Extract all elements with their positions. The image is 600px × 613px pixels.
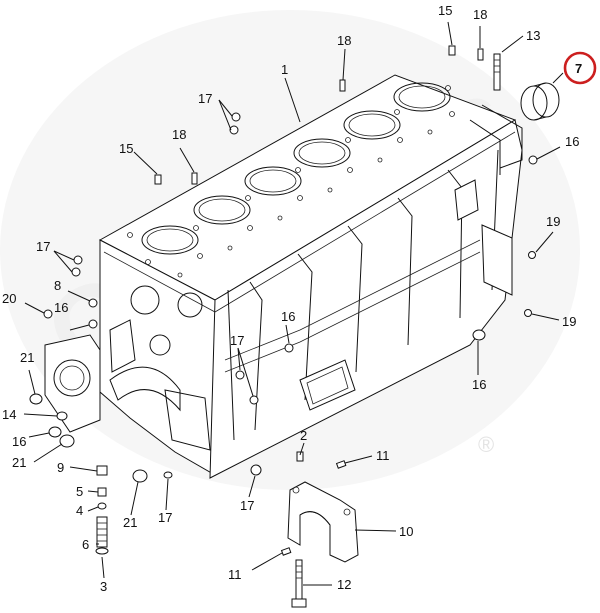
callout-16-side: 16 [281, 309, 295, 324]
part-16-plug-lower [48, 426, 62, 438]
part-20-plug [43, 309, 53, 319]
callout-19-lower: 19 [562, 314, 576, 329]
part-17-plug-b [229, 125, 239, 135]
callout-6: 6 [82, 537, 89, 552]
callout-17-bottom: 17 [240, 498, 254, 513]
part-21-plug-b [59, 434, 75, 448]
callout-11-bottom: 11 [228, 567, 242, 582]
callout-5: 5 [76, 484, 83, 499]
watermark-registered-mark: ® [478, 432, 494, 457]
part-8-plug [88, 298, 98, 308]
front-face-details [109, 285, 211, 451]
part-15-dowel-rear [448, 45, 456, 56]
callout-3: 3 [100, 579, 107, 594]
callout-21-upper: 21 [20, 350, 34, 365]
highlight-circle [563, 51, 597, 85]
relief-valve-stack [95, 465, 109, 555]
callout-16-left: 16 [54, 300, 68, 315]
callout-17-left: 17 [36, 239, 50, 254]
callout-21-lower: 21 [12, 455, 26, 470]
part-16-cap [472, 329, 486, 341]
part-16-plug-rear [528, 155, 538, 165]
part-17-plug-bottom [250, 464, 262, 476]
callout-14: 14 [2, 407, 16, 422]
callout-10: 10 [399, 524, 413, 539]
callout-18-mid: 18 [337, 33, 351, 48]
part-21-plug-a [29, 393, 43, 405]
part-11-sleeve-bottom [280, 547, 292, 556]
cylinder-bores [141, 82, 451, 255]
part-12-cap-screw [291, 559, 307, 608]
part-18-pin-mid [339, 79, 346, 92]
callout-15-front: 15 [119, 141, 133, 156]
part-17-plug-lower [163, 471, 173, 479]
callout-12: 12 [337, 577, 351, 592]
part-17-plug-d [71, 267, 81, 277]
part-11-sleeve-top [335, 460, 347, 469]
callout-9: 9 [57, 460, 64, 475]
part-10-main-bearing-cap [287, 481, 359, 563]
callout-13: 13 [526, 28, 540, 43]
callout-8: 8 [54, 278, 61, 293]
callout-16-lower: 16 [12, 434, 26, 449]
part-18-pin-rear [477, 48, 484, 61]
callout-1: 1 [281, 62, 288, 77]
callout-11-top: 11 [376, 448, 390, 463]
callout-4: 4 [76, 503, 83, 518]
leader-lines [23, 21, 564, 586]
callout-18-rear: 18 [473, 7, 487, 22]
part-17-plug-c [73, 255, 83, 265]
part-2-dowel [296, 451, 304, 462]
part-18-pin-front [191, 172, 198, 185]
part-17-plug-side-a [235, 370, 245, 380]
callout-17-lower: 17 [158, 510, 172, 525]
part-15-dowel-front [154, 174, 162, 185]
part-16-plug-side [284, 343, 294, 353]
cylinder-block [44, 74, 523, 479]
part-14-plug [56, 411, 68, 421]
callout-19-upper: 19 [546, 214, 560, 229]
callout-labels: 1 2 3 4 5 6 7 8 9 10 11 11 12 13 14 15 1… [2, 3, 597, 594]
callout-17-top: 17 [198, 91, 212, 106]
part-19-plug-a [528, 251, 536, 259]
callout-18-front: 18 [172, 127, 186, 142]
callout-17-side: 17 [230, 333, 244, 348]
part-16-plug-left [88, 319, 98, 329]
callout-20: 20 [2, 291, 16, 306]
part-13-stud [493, 53, 501, 91]
part-17-plug-side-b [249, 395, 259, 405]
part-21-plug-c [132, 469, 148, 483]
part-19-plug-b [524, 309, 532, 317]
callout-16-cap: 16 [472, 377, 486, 392]
callout-21-bottom: 21 [123, 515, 137, 530]
part-7-seal-ring [520, 82, 560, 121]
callout-7: 7 [575, 61, 582, 76]
callout-2: 2 [300, 428, 307, 443]
part-17-plug-a [231, 112, 241, 122]
callout-16-rear: 16 [565, 134, 579, 149]
callout-15-rear: 15 [438, 3, 452, 18]
head-bolt-holes [127, 85, 455, 278]
